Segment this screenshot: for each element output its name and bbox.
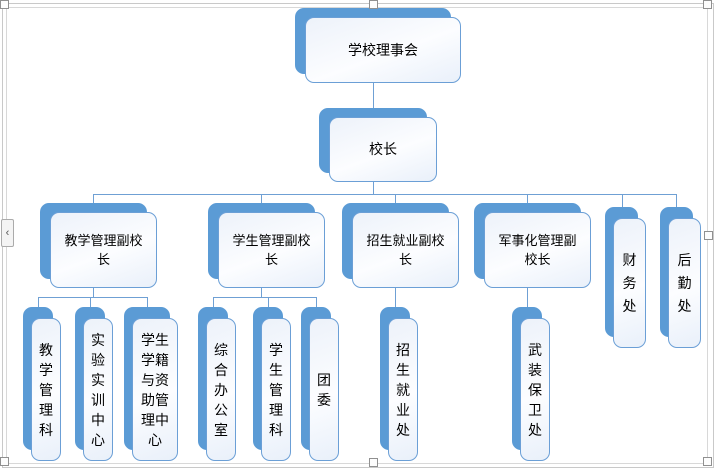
- org-node-logistics[interactable]: 后勤处: [660, 207, 701, 348]
- connector-line-vertical: [527, 288, 528, 308]
- resize-handle-top-left[interactable]: [0, 0, 9, 9]
- org-node-vp_student[interactable]: 学生管理副校长: [208, 203, 325, 288]
- node-label: 综合办公室: [214, 341, 228, 438]
- org-node-finance[interactable]: 财务处: [605, 207, 646, 348]
- node-face: 学校理事会: [305, 17, 461, 83]
- connector-line-vertical: [261, 194, 262, 204]
- node-label: 学生学籍与资助管理中心: [141, 331, 169, 448]
- connector-line-vertical: [93, 288, 94, 298]
- node-face: 综合办公室: [206, 318, 236, 461]
- connector-line-vertical: [316, 297, 317, 308]
- connector-line-horizontal: [93, 194, 677, 195]
- node-face: 招生就业副校长: [352, 212, 459, 288]
- connector-line-vertical: [395, 194, 396, 204]
- node-face: 学生管理科: [261, 318, 291, 461]
- resize-handle-bottom-left[interactable]: [0, 457, 9, 466]
- node-label: 学生管理科: [269, 341, 283, 438]
- org-node-youth_league[interactable]: 团委: [301, 307, 339, 461]
- resize-handle-bottom-center[interactable]: [369, 458, 378, 467]
- node-label: 校长: [369, 141, 397, 157]
- connector-line-vertical: [373, 83, 374, 110]
- org-node-admissions_office[interactable]: 招生就业处: [380, 307, 418, 461]
- org-node-general_office[interactable]: 综合办公室: [198, 307, 236, 461]
- connector-line-horizontal: [213, 297, 317, 298]
- org-node-principal[interactable]: 校长: [319, 108, 437, 182]
- node-label: 教学管理科: [39, 341, 53, 438]
- node-face: 武装保卫处: [520, 318, 550, 461]
- node-face: 招生就业处: [388, 318, 418, 461]
- node-label: 团委: [317, 371, 331, 408]
- node-label: 实验实训中心: [91, 331, 105, 448]
- org-node-registry_center[interactable]: 学生学籍与资助管理中心: [124, 307, 178, 461]
- text-pane-toggle-button[interactable]: ‹: [1, 219, 14, 247]
- connector-line-vertical: [395, 288, 396, 308]
- org-node-student_section[interactable]: 学生管理科: [253, 307, 291, 461]
- org-node-security_office[interactable]: 武装保卫处: [512, 307, 550, 461]
- connector-line-vertical: [93, 194, 94, 204]
- node-face: 教学管理副校长: [50, 212, 157, 288]
- resize-handle-top-center[interactable]: [369, 0, 378, 9]
- org-node-training_center[interactable]: 实验实训中心: [75, 307, 113, 461]
- node-label: 教学管理副校长: [64, 233, 143, 267]
- connector-line-vertical: [38, 297, 39, 308]
- connector-line-vertical: [373, 182, 374, 195]
- connector-line-horizontal: [38, 297, 148, 298]
- org-node-vp_admissions[interactable]: 招生就业副校长: [342, 203, 459, 288]
- org-node-vp_military[interactable]: 军事化管理副校长: [474, 203, 591, 288]
- connector-line-vertical: [261, 288, 262, 298]
- connector-line-vertical: [213, 297, 214, 308]
- node-label: 财务处: [622, 251, 637, 314]
- node-face: 财务处: [613, 218, 646, 348]
- node-face: 教学管理科: [31, 318, 61, 461]
- node-label: 招生就业处: [396, 341, 410, 438]
- node-label: 招生就业副校长: [366, 233, 445, 267]
- connector-line-vertical: [147, 297, 148, 308]
- node-face: 校长: [329, 117, 437, 182]
- resize-handle-top-right[interactable]: [703, 0, 712, 9]
- resize-handle-bottom-right[interactable]: [703, 457, 712, 466]
- resize-handle-right-center[interactable]: [704, 231, 713, 240]
- org-node-board[interactable]: 学校理事会: [295, 8, 461, 83]
- node-label: 学生管理副校长: [232, 233, 311, 267]
- node-label: 学校理事会: [348, 41, 418, 58]
- connector-line-vertical: [527, 194, 528, 204]
- org-node-teaching_section[interactable]: 教学管理科: [23, 307, 61, 461]
- node-face: 学生管理副校长: [218, 212, 325, 288]
- node-face: 军事化管理副校长: [484, 212, 591, 288]
- connector-line-vertical: [676, 194, 677, 208]
- connector-line-vertical: [622, 194, 623, 208]
- node-label: 后勤处: [677, 251, 692, 314]
- node-face: 实验实训中心: [83, 318, 113, 461]
- chevron-left-icon: ‹: [5, 226, 10, 239]
- org-node-vp_teaching[interactable]: 教学管理副校长: [40, 203, 157, 288]
- connector-line-vertical: [268, 297, 269, 308]
- node-face: 团委: [309, 318, 339, 461]
- connector-line-vertical: [90, 297, 91, 308]
- node-face: 后勤处: [668, 218, 701, 348]
- node-label: 军事化管理副校长: [498, 233, 577, 267]
- node-face: 学生学籍与资助管理中心: [132, 318, 178, 461]
- node-label: 武装保卫处: [528, 341, 542, 438]
